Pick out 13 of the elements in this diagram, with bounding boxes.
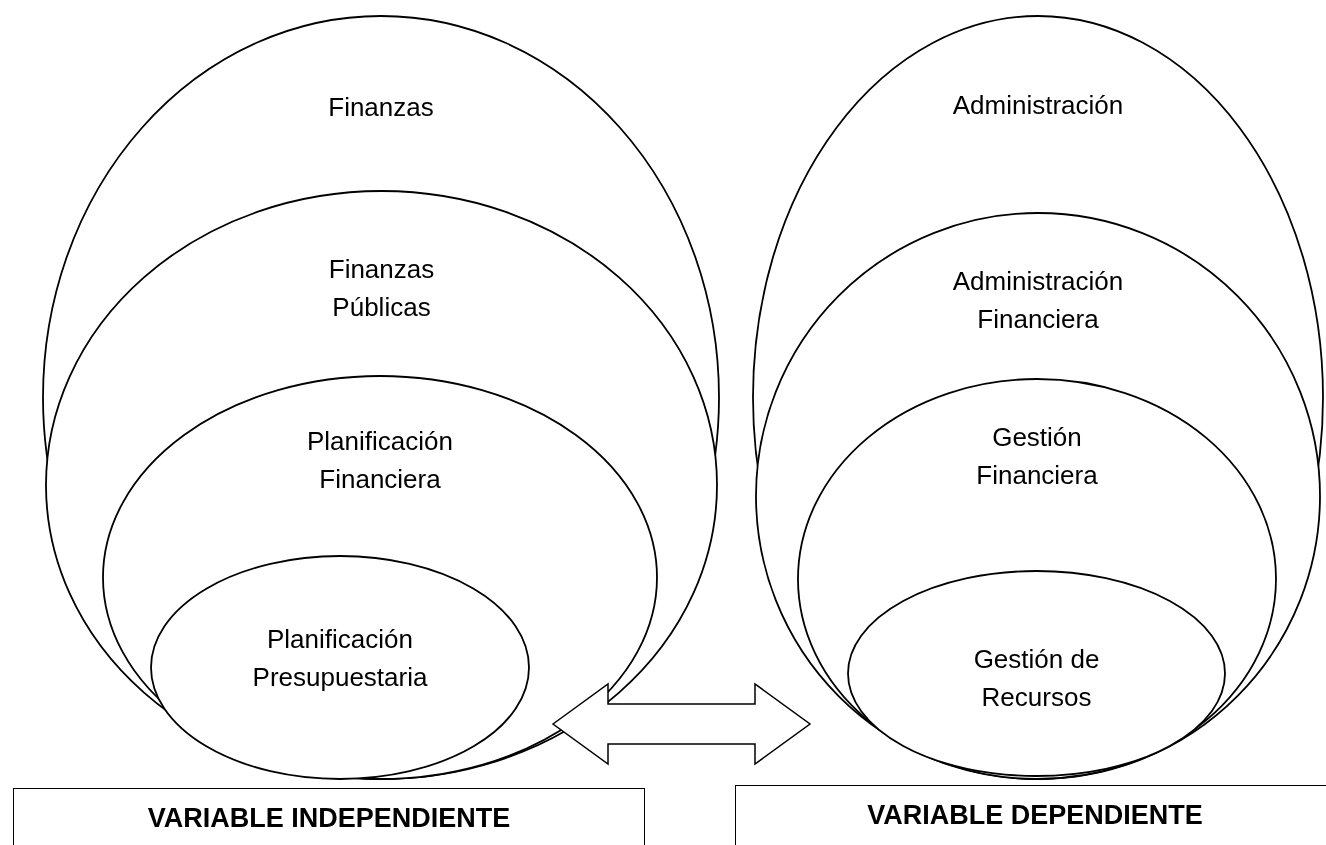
variable-box — [735, 785, 1326, 845]
variable-heading: VARIABLE INDEPENDIENTE — [146, 802, 512, 835]
variable-heading: VARIABLE DEPENDIENTE — [866, 799, 1204, 832]
ellipse-label: Finanzas — [327, 91, 435, 124]
ellipse-label: Planificación Financiera — [306, 425, 454, 496]
ellipse-label: Gestión Financiera — [975, 421, 1099, 492]
ellipse-label: Administración — [951, 89, 1125, 122]
ellipse-label: Finanzas Públicas — [327, 253, 436, 324]
variable-box — [13, 788, 645, 845]
ellipse-label: Planificación Presupuestaria — [251, 623, 429, 694]
ellipse-label: Administración Financiera — [951, 265, 1125, 336]
ellipse-label: Gestión de Recursos — [972, 643, 1101, 714]
double-block-arrow — [551, 682, 812, 766]
